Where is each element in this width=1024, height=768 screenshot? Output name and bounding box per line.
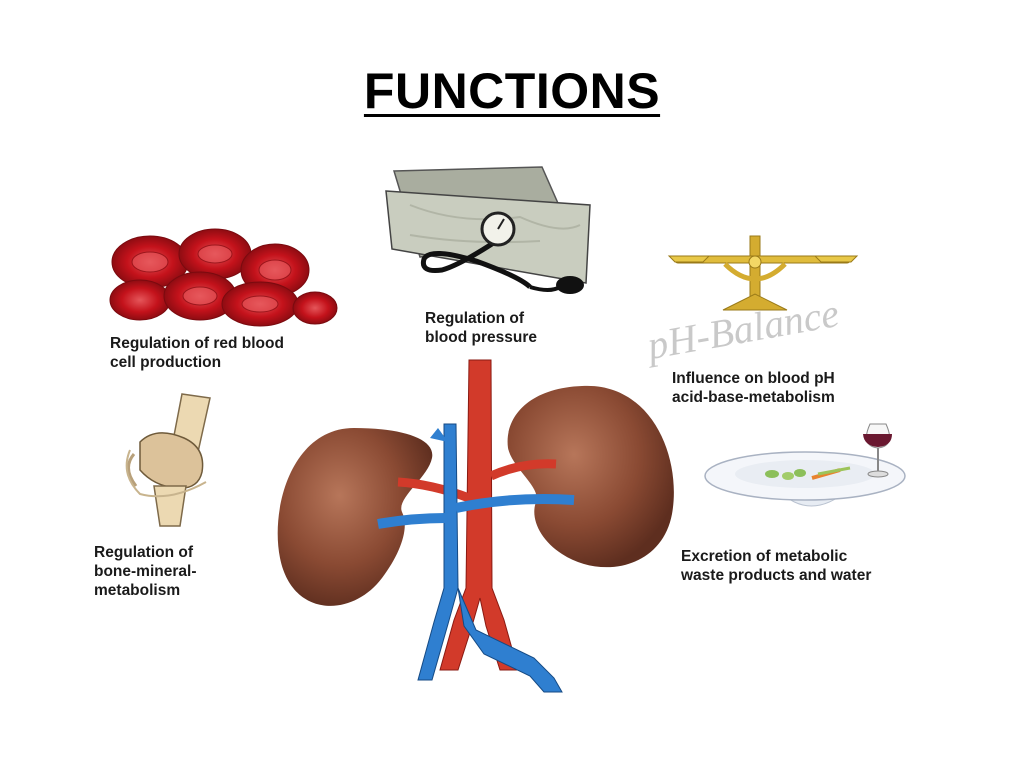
label-excretion: Excretion of metabolic waste products an… bbox=[681, 548, 872, 584]
slide-title: FUNCTIONS bbox=[363, 63, 661, 119]
label-blood-ph: Influence on blood pH acid-base-metaboli… bbox=[672, 370, 835, 406]
label-red-blood-cell-production: Regulation of red blood cell production bbox=[110, 335, 284, 371]
kidneys-illustration bbox=[277, 359, 674, 693]
food-plate-illustration bbox=[704, 423, 906, 507]
knee-joint-illustration bbox=[125, 393, 211, 527]
label-blood-pressure: Regulation of blood pressure bbox=[425, 310, 537, 346]
balance-scale-illustration bbox=[667, 235, 859, 311]
label-bone-mineral-metabolism: Regulation of bone-mineral- metabolism bbox=[94, 544, 197, 599]
blood-pressure-cuff-illustration bbox=[385, 166, 591, 294]
red-blood-cells-illustration bbox=[109, 228, 338, 327]
